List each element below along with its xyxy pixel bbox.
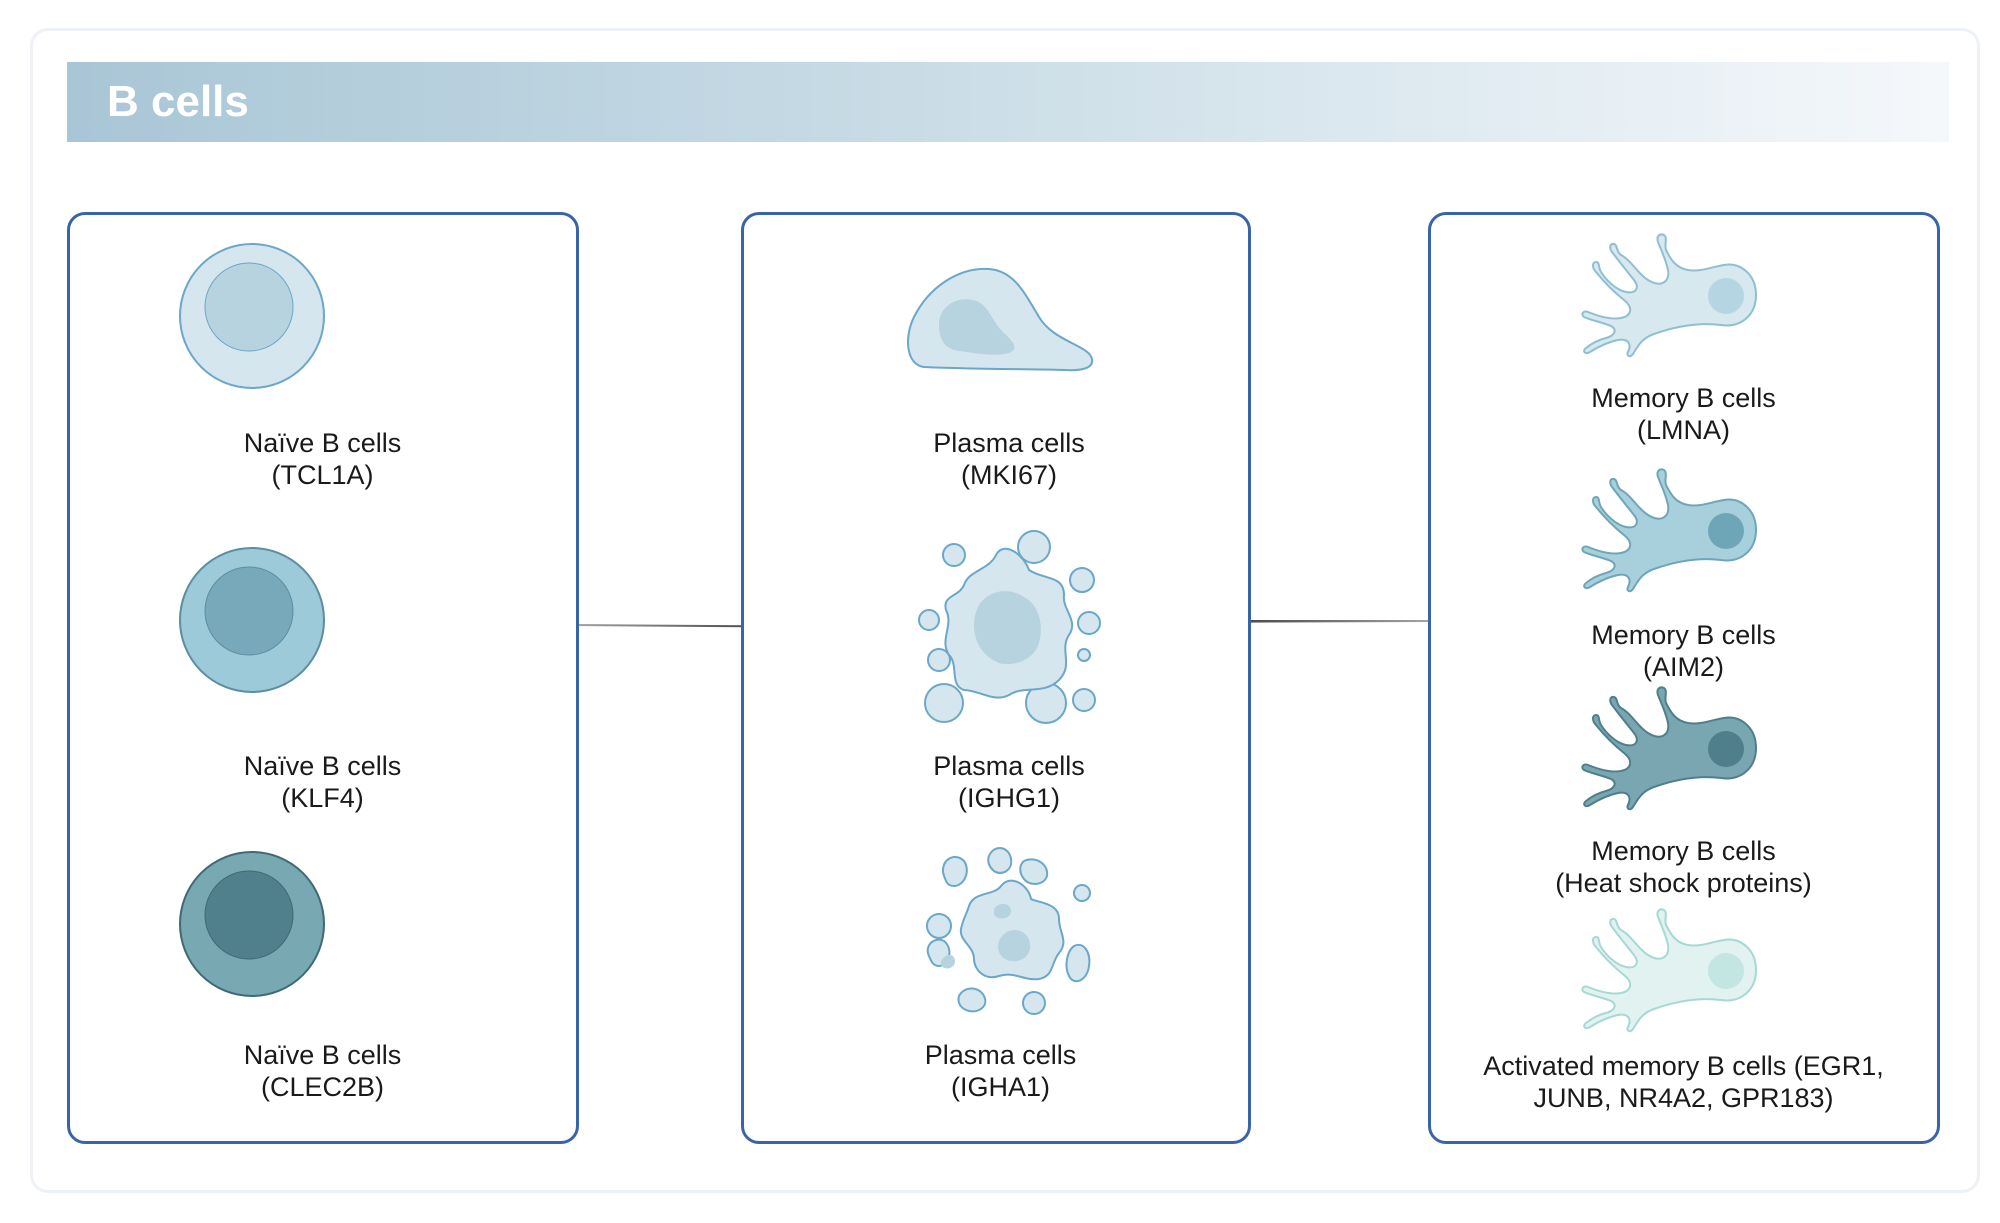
- memory-cell-heat-shock-icon: [1581, 686, 1757, 811]
- page-title: B cells: [107, 77, 249, 126]
- panel-memory-b-cells: Memory B cells (LMNA) Memory B cells (AI…: [1428, 212, 1940, 1144]
- memory-cell-label: Memory B cells (AIM2): [1591, 620, 1776, 682]
- panel-naive-b-cells: Naïve B cells (TCL1A) Naïve B cells (KLF…: [67, 212, 579, 1144]
- memory-cell-lmna-icon: [1581, 233, 1757, 358]
- memory-cell-label: Memory B cells (Heat shock proteins): [1555, 836, 1812, 898]
- plasma-cell-ighg1-icon: [918, 530, 1101, 724]
- naive-cell-clec2b-icon: [179, 851, 325, 997]
- title-banner: B cells: [67, 62, 1949, 142]
- activated-memory-cell-icon: [1581, 908, 1757, 1033]
- naive-cell-label: Naïve B cells (CLEC2B): [243, 1040, 402, 1102]
- plasma-cell-label: Plasma cells (IGHA1): [924, 1040, 1077, 1102]
- plasma-cell-label: Plasma cells (MKI67): [933, 428, 1085, 490]
- memory-cell-label: Activated memory B cells (EGR1, JUNB, NR…: [1483, 1051, 1884, 1113]
- memory-cell-label: Memory B cells (LMNA): [1591, 383, 1776, 445]
- figure-frame: [30, 28, 1980, 1193]
- memory-cell-aim2-icon: [1581, 468, 1757, 593]
- plasma-cell-igha1-icon: [926, 847, 1091, 1015]
- naive-cell-label: Naïve B cells (KLF4): [243, 751, 402, 813]
- plasma-cell-mki67-icon: [907, 267, 1094, 372]
- plasma-cell-label: Plasma cells (IGHG1): [933, 751, 1085, 813]
- naive-cell-label: Naïve B cells (TCL1A): [243, 428, 402, 490]
- panel-plasma-cells: Plasma cells (MKI67) Plasma cells (IGHG1…: [741, 212, 1251, 1144]
- naive-cell-tclia-icon: [179, 243, 325, 389]
- naive-cell-klf4-icon: [179, 547, 325, 693]
